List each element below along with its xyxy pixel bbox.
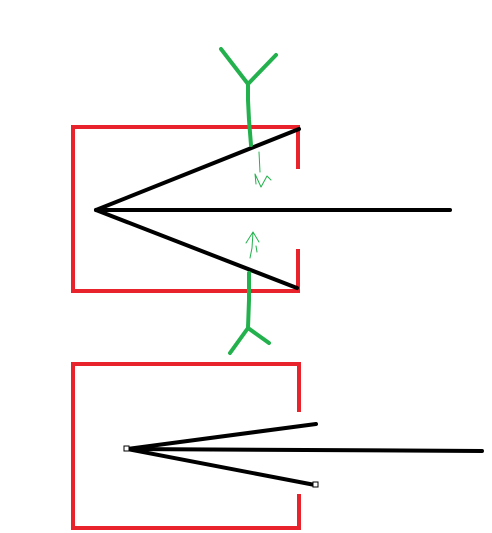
- bottom-arrow-shaft: [125, 447, 484, 453]
- bottom-panel: [71, 362, 484, 530]
- top-arrow-lower-arm: [94, 208, 299, 290]
- bottom-red-box: [71, 362, 301, 530]
- down-hint-arrow: [254, 151, 272, 188]
- top-green-stem: [246, 82, 253, 147]
- arrow-tip-handle: [123, 445, 130, 452]
- top-red-box: [71, 125, 300, 293]
- up-hint-arrow: [245, 231, 260, 259]
- arm-end-handle: [312, 481, 319, 488]
- bottom-arrow-upper-arm: [125, 422, 318, 451]
- top-arrow-upper-arm: [94, 127, 301, 212]
- top-panel: [71, 47, 452, 355]
- bottom-arrow-lower-arm: [125, 447, 317, 487]
- bottom-green-stem: [246, 271, 251, 330]
- top-green-fork: [219, 47, 278, 86]
- bottom-green-fork: [228, 326, 271, 355]
